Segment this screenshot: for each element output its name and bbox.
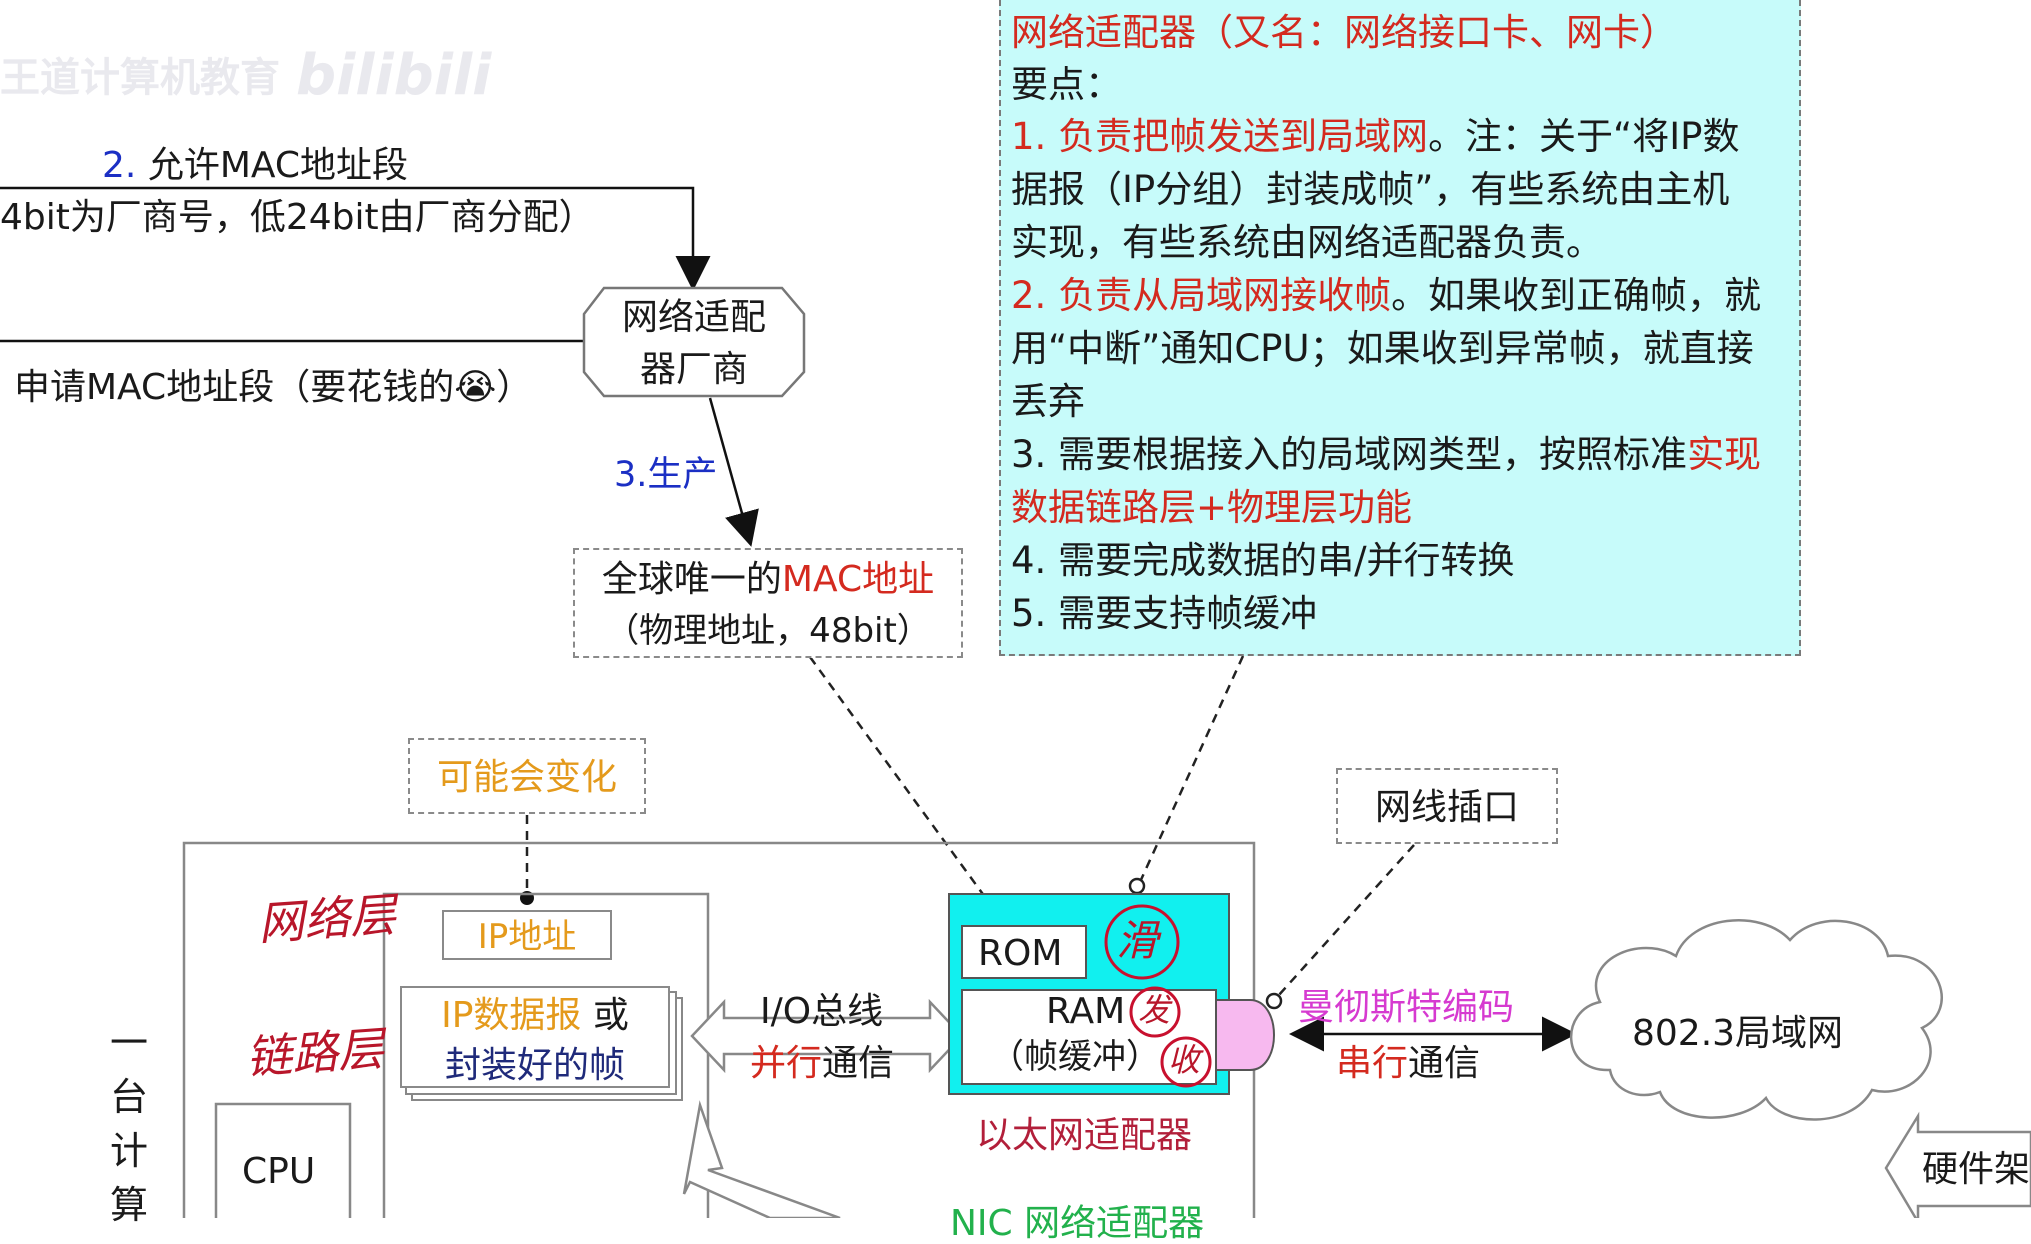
- info-point1-line1: 1. 负责把帧发送到局域网。注：关于“将IP数: [1011, 118, 1739, 155]
- lan-cloud: [1569, 919, 1943, 1121]
- cpu-box: [214, 1102, 352, 1218]
- step2-detail: 4bit为厂商号，低24bit由厂商分配）: [0, 197, 595, 238]
- produce-arrow: [708, 397, 759, 547]
- info-point3-red: 实现: [1687, 433, 1762, 476]
- info-point2-red: 2. 负责从局域网接收帧: [1011, 274, 1392, 317]
- io-parallel-label: 并行通信: [750, 1046, 894, 1082]
- lower-diagonal-arrow: [682, 1100, 841, 1218]
- info-subtitle: 要点：: [1011, 63, 1122, 106]
- info-point3-line1: 3. 需要根据接入的局域网类型，按照标准实现: [1011, 436, 1761, 473]
- mac-box-prefix: 全球唯一的: [601, 559, 782, 600]
- adapter-info-box: 网络适配器（又名：网络接口卡、网卡） 要点： 1. 负责把帧发送到局域网。注：关…: [999, 0, 1801, 656]
- computer-title-char2: 台: [109, 1075, 148, 1119]
- info-point4: 4. 需要完成数据的串/并行转换: [1011, 539, 1515, 582]
- info-point1-line3: 实现，有些系统由网络适配器负责。: [1011, 221, 1603, 264]
- adapter-connector-dot: [1128, 877, 1146, 895]
- watermark-text: 王道计算机教育: [0, 55, 280, 101]
- step2-text: 允许MAC地址段: [147, 145, 409, 186]
- may-change-label: 可能会变化: [436, 757, 617, 798]
- step2-number: 2.: [102, 145, 137, 186]
- info-point1-line2-text: 据报（IP分组）封装成帧”，有些系统由: [1011, 168, 1656, 211]
- info-point1-rest: 。注：关于“将IP数: [1428, 115, 1740, 158]
- watermark-logo: bilibili: [296, 43, 492, 108]
- manchester-label: 曼彻斯特编码: [1298, 987, 1515, 1028]
- mac-box-highlight: MAC地址: [781, 559, 935, 600]
- apply-mac-text: 申请MAC地址段（要花钱的😭）: [14, 367, 533, 408]
- network-port-shape: [1215, 999, 1275, 1071]
- datagram-label: IP数据报: [441, 995, 582, 1036]
- port-box: 网线插口: [1336, 768, 1558, 844]
- info-point1-red: 1. 负责把帧发送到局域网: [1011, 115, 1429, 158]
- io-bus-label: I/O总线: [760, 991, 884, 1032]
- rom-chip: [961, 925, 1087, 979]
- info-point1-host: 主机: [1655, 168, 1730, 211]
- mac-box-line2: （物理地址，48bit）: [605, 611, 931, 651]
- computer-title-char4: 算: [109, 1183, 148, 1227]
- ip-address-box: IP地址: [442, 910, 612, 960]
- info-point2-line3: 丢弃: [1011, 380, 1085, 423]
- hand-mark-slide: 滑: [1116, 916, 1159, 965]
- info-point2-line2: 用“中断”通知CPU；如果收到异常帧，就直接: [1011, 327, 1754, 370]
- io-parallel-rest: 通信: [822, 1043, 895, 1084]
- lan-label: 802.3局域网: [1632, 1013, 1844, 1054]
- port-connector-dot: [1265, 992, 1283, 1010]
- hand-mark-send: 发: [1138, 991, 1171, 1029]
- mac-box-line1: 全球唯一的MAC地址: [575, 562, 961, 598]
- ram-sub-label: （帧缓冲）: [990, 1037, 1160, 1077]
- serial-label: 串行通信: [1336, 1046, 1480, 1082]
- hand-mark-recv: 收: [1168, 1041, 1201, 1079]
- hand-circle-send: [1129, 986, 1181, 1038]
- mac-address-box: 全球唯一的MAC地址 （物理地址，48bit）: [573, 548, 963, 658]
- computer-title-char3: 计: [109, 1129, 148, 1173]
- hand-circle-slide: [1104, 904, 1180, 980]
- memory-area: [382, 892, 710, 1218]
- hand-network-layer: 网络层: [256, 887, 398, 951]
- info-title: 网络适配器（又名：网络接口卡、网卡）: [1011, 11, 1677, 54]
- ethernet-adapter-label: 以太网适配器: [976, 1115, 1193, 1156]
- datagram-or: 或: [581, 995, 629, 1036]
- cpu-label: CPU: [242, 1151, 316, 1192]
- serial-rest: 通信: [1408, 1043, 1481, 1084]
- computer-title-char1: 一: [109, 1021, 148, 1065]
- port-label: 网线插口: [1374, 787, 1519, 828]
- datagram-line1: IP数据报 或: [402, 998, 668, 1034]
- vendor-label: 网络适配 器厂商: [584, 300, 804, 396]
- rom-label: ROM: [978, 933, 1063, 974]
- vendor-octagon: [582, 286, 806, 398]
- frame-label: 封装好的帧: [444, 1045, 625, 1086]
- datagram-paper: IP数据报 或 封装好的帧: [400, 986, 670, 1088]
- info-point2-line1: 2. 负责从局域网接收帧。如果收到正确帧，就: [1011, 277, 1761, 314]
- hand-link-layer: 链路层: [244, 1021, 386, 1085]
- step3-label: 3.生产: [614, 455, 718, 495]
- ram-label: RAM: [1046, 991, 1126, 1032]
- info-point2-rest: 。如果收到正确帧，就: [1391, 274, 1762, 317]
- port-connector: [1277, 844, 1415, 997]
- hardware-arrow: [1884, 1111, 2031, 1218]
- serial-red: 串行: [1336, 1043, 1409, 1084]
- nic-bottom-label: NIC 网络适配器: [950, 1203, 1205, 1244]
- mac-to-rom-connector: [808, 656, 995, 909]
- step2-label: 2. 允许MAC地址段: [102, 148, 408, 184]
- hand-circle-recv: [1160, 1036, 1212, 1088]
- info-to-adapter-connector: [1138, 655, 1245, 883]
- hardware-label: 硬件架: [1922, 1149, 2031, 1190]
- vendor-label-line2: 器厂商: [639, 349, 748, 390]
- vendor-label-line1: 网络适配: [621, 297, 766, 338]
- info-point3-text: 3. 需要根据接入的局域网类型，按照标准: [1011, 433, 1688, 476]
- may-change-box: 可能会变化: [408, 738, 646, 814]
- allow-mac-arrow: [0, 186, 711, 291]
- info-point1-line2: 据报（IP分组）封装成帧”，有些系统由主机: [1011, 171, 1729, 208]
- info-point5: 5. 需要支持帧缓冲: [1011, 592, 1318, 635]
- io-parallel-red: 并行: [750, 1043, 823, 1084]
- ip-address-label: IP地址: [477, 917, 577, 957]
- computer-title: 一 台 计 算: [104, 1021, 154, 1224]
- info-point3-line2: 数据链路层+物理层功能: [1011, 486, 1413, 529]
